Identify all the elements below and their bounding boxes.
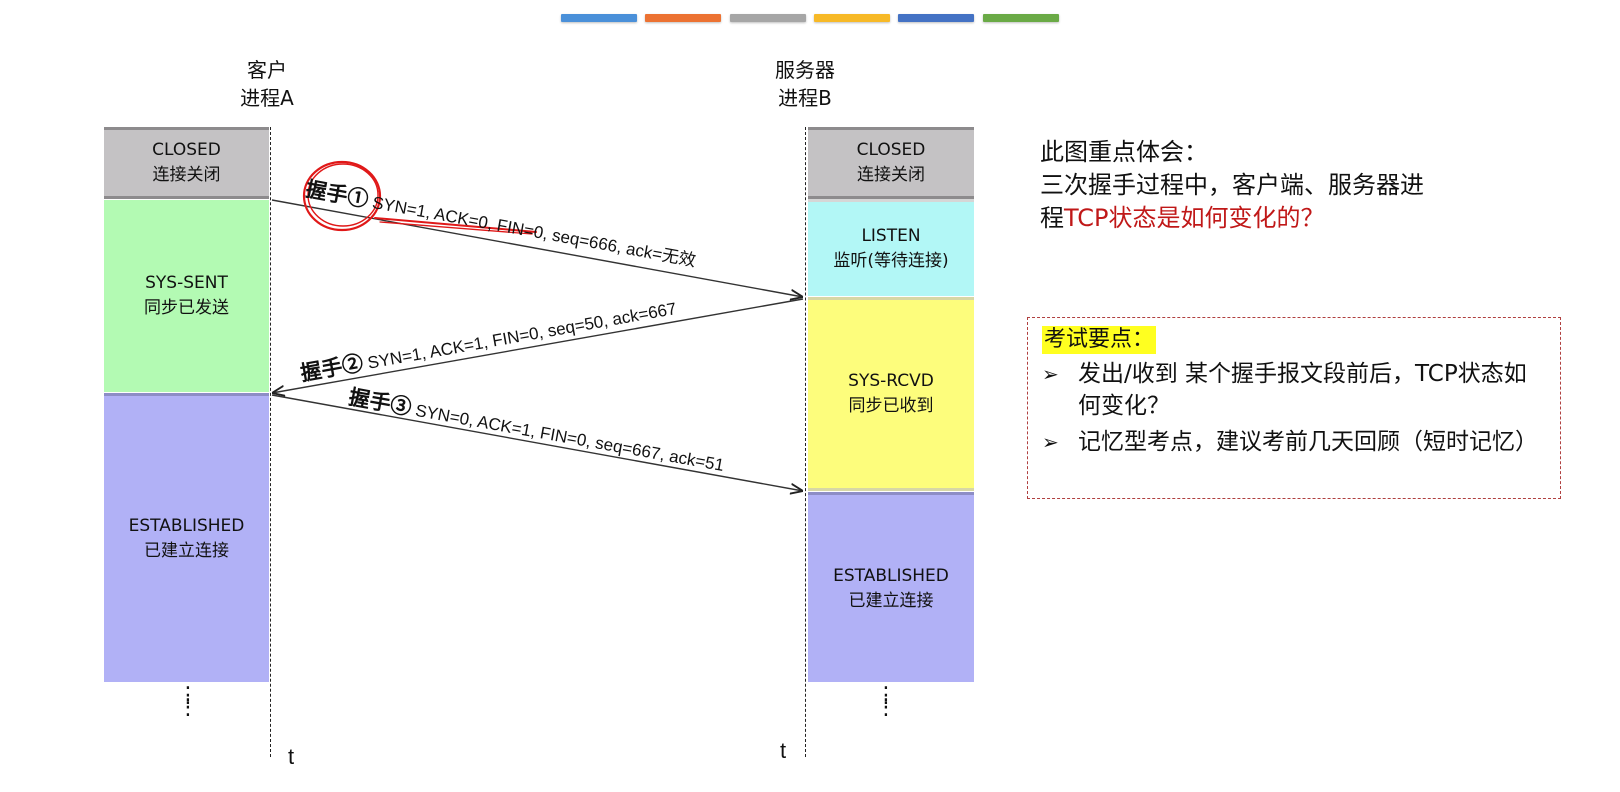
server-state-sys-rcvd-name: SYS-RCVD	[848, 371, 934, 391]
client-state-established-name: ESTABLISHED	[128, 516, 245, 536]
handshake-2-arrow	[272, 298, 804, 393]
server-state-listen-name: LISTEN	[861, 226, 921, 246]
server-state-established: ESTABLISHED 已建立连接	[808, 492, 974, 682]
server-state-closed-desc: 连接关闭	[857, 165, 925, 185]
color-strip-6	[983, 14, 1059, 22]
color-strip-4	[814, 14, 890, 22]
client-process-label: 客户 进程A	[187, 56, 347, 112]
server-state-closed: CLOSED 连接关闭	[808, 127, 974, 199]
client-state-closed-name: CLOSED	[152, 140, 221, 160]
key-point-notes: 此图重点体会： 三次握手过程中，客户端、服务器进 程TCP状态是如何变化的？	[1040, 136, 1424, 235]
color-strip-3	[730, 14, 806, 22]
server-state-established-desc: 已建立连接	[848, 590, 934, 611]
client-timeline	[270, 127, 271, 757]
server-label-line1: 服务器	[775, 58, 835, 82]
top-color-bar	[0, 14, 1620, 26]
color-strip-2	[645, 14, 721, 22]
server-state-sys-rcvd: SYS-RCVD 同步已收到	[808, 297, 974, 491]
exam-points-box: 考试要点： ➢ 发出/收到 某个握手报文段前后，TCP状态如何变化？ ➢ 记忆型…	[1027, 317, 1561, 499]
color-strip-1	[561, 14, 637, 22]
client-time-label: t	[288, 744, 295, 769]
exam-point-2: ➢ 记忆型考点，建议考前几天回顾（短时记忆）	[1042, 426, 1538, 458]
server-time-label: t	[780, 738, 787, 763]
server-state-listen-desc: 监听(等待连接)	[833, 251, 949, 271]
server-state-established-name: ESTABLISHED	[833, 565, 949, 586]
exam-point-2-text: 记忆型考点，建议考前几天回顾（短时记忆）	[1078, 429, 1538, 455]
exam-point-2-bullet: ➢	[1042, 430, 1059, 454]
client-label-line1: 客户	[247, 58, 287, 82]
server-state-listen: LISTEN 监听(等待连接)	[808, 199, 974, 296]
notes-line-3-plain: 程	[1040, 204, 1064, 232]
exam-point-1: ➢ 发出/收到 某个握手报文段前后，TCP状态如何变化？	[1042, 358, 1534, 422]
client-state-sys-sent-desc: 同步已发送	[144, 298, 229, 318]
handshake-1-arrow	[271, 199, 803, 297]
color-strip-5	[898, 14, 974, 22]
client-state-established: ESTABLISHED 已建立连接	[104, 393, 269, 682]
exam-points-title: 考试要点：	[1042, 326, 1157, 354]
client-state-closed-desc: 连接关闭	[152, 165, 221, 185]
notes-line-3-highlight: TCP状态是如何变化的？	[1064, 204, 1325, 232]
server-process-label: 服务器 进程B	[725, 56, 885, 112]
client-state-sys-sent-name: SYS-SENT	[145, 273, 228, 293]
exam-point-1-text: 发出/收到 某个握手报文段前后，TCP状态如何变化？	[1078, 361, 1527, 419]
handshake-3-arrow	[271, 394, 803, 491]
client-state-established-desc: 已建立连接	[144, 541, 229, 561]
red-handwritten-annotation	[302, 160, 537, 235]
client-label-line2: 进程A	[240, 86, 294, 110]
server-state-sys-rcvd-desc: 同步已收到	[848, 396, 934, 416]
client-state-closed: CLOSED 连接关闭	[104, 127, 269, 199]
server-timeline	[805, 127, 806, 757]
client-state-sys-sent: SYS-SENT 同步已发送	[104, 200, 269, 392]
notes-line-2: 三次握手过程中，客户端、服务器进	[1040, 171, 1424, 199]
notes-line-1: 此图重点体会：	[1040, 138, 1208, 166]
server-state-closed-name: CLOSED	[856, 140, 926, 160]
notes-line-3: 程TCP状态是如何变化的？	[1040, 202, 1424, 235]
server-label-line2: 进程B	[778, 86, 832, 110]
exam-point-1-bullet: ➢	[1042, 362, 1059, 386]
